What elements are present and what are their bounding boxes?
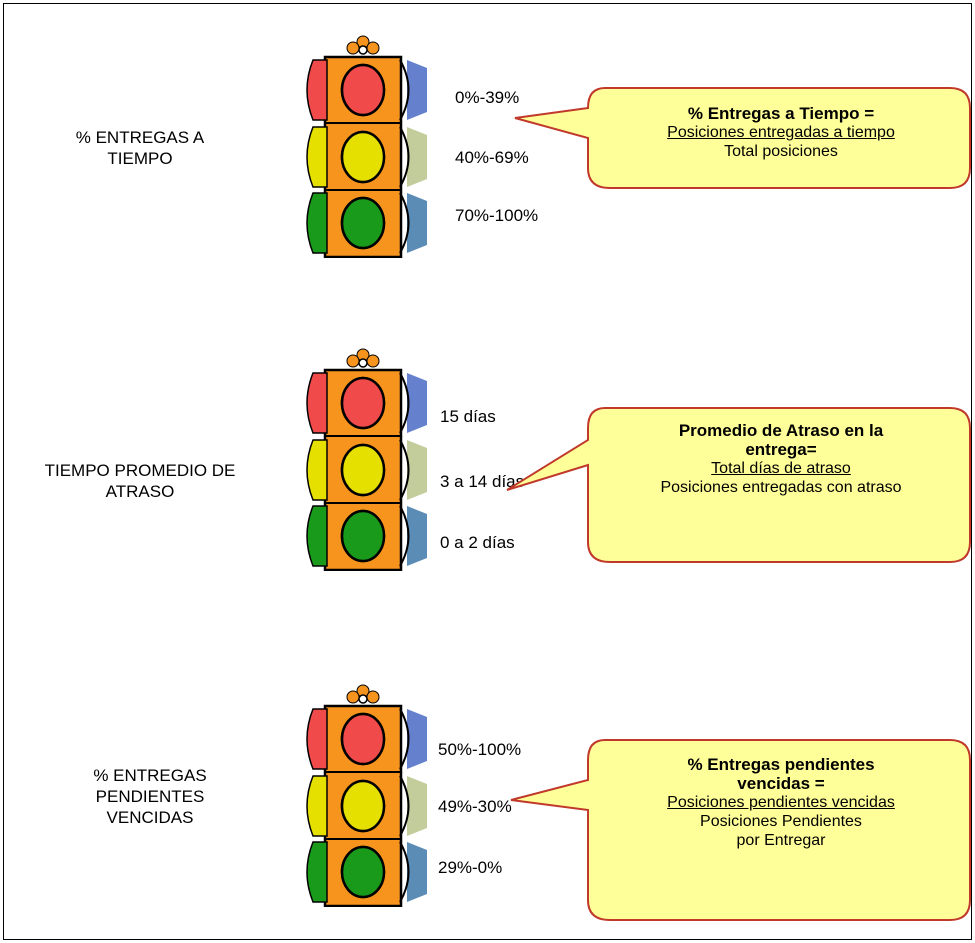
range-green: 0 a 2 días — [440, 533, 515, 552]
formula-denominator: Total posiciones — [724, 143, 838, 160]
label-line: ATRASO — [105, 482, 175, 501]
range-yellow: 49%-30% — [438, 797, 512, 816]
formula-title: vencidas = — [737, 774, 825, 793]
formula-denominator: Posiciones entregadas con atraso — [660, 479, 902, 496]
indicator-on-time-delivery: % ENTREGAS A TIEMPO 0%-39% 40%-69% 70%-1… — [0, 0, 975, 300]
label-line: % ENTREGAS — [93, 766, 207, 785]
formula-title: % Entregas pendientes — [687, 755, 875, 774]
indicator-label: % ENTREGAS PENDIENTES VENCIDAS — [75, 765, 225, 828]
traffic-light-icon — [306, 684, 427, 907]
diagram-frame — [3, 3, 972, 940]
formula-title: % Entregas a Tiempo = — [687, 104, 875, 123]
label-line: PENDIENTES — [95, 787, 205, 806]
range-red: 50%-100% — [438, 740, 522, 759]
speech-bubble — [514, 87, 971, 189]
formula-title: Promedio de Atraso en la — [678, 421, 884, 440]
range-green: 70%-100% — [455, 206, 539, 225]
range-green: 29%-0% — [438, 858, 503, 877]
range-yellow: 3 a 14 días — [440, 472, 525, 491]
formula-title: entrega= — [745, 440, 817, 459]
label-line: TIEMPO PROMEDIO DE — [44, 461, 236, 480]
formula-numerator: Posiciones pendientes vencidas — [667, 794, 895, 811]
label-line: % ENTREGAS A — [75, 128, 205, 147]
formula-numerator: Posiciones entregadas a tiempo — [667, 124, 895, 141]
range-red: 15 días — [440, 407, 496, 426]
formula-on-time: % Entregas a Tiempo = Posiciones entrega… — [598, 104, 964, 161]
formula-denominator: por Entregar — [736, 832, 826, 849]
traffic-light-icon — [306, 348, 427, 571]
indicator-average-delay: TIEMPO PROMEDIO DE ATRASO 15 días 3 a 14… — [0, 300, 975, 600]
formula-numerator: Total días de atraso — [711, 460, 851, 477]
speech-bubble — [510, 739, 971, 921]
indicator-label: TIEMPO PROMEDIO DE ATRASO — [40, 460, 240, 502]
indicator-label: % ENTREGAS A TIEMPO — [50, 127, 230, 169]
traffic-light-icon — [306, 35, 427, 258]
label-line: VENCIDAS — [106, 808, 194, 827]
range-red: 0%-39% — [455, 88, 520, 107]
formula-overdue-pending: % Entregas pendientes vencidas = Posicio… — [598, 755, 964, 850]
label-line: TIEMPO — [107, 149, 173, 168]
indicator-overdue-pending: % ENTREGAS PENDIENTES VENCIDAS 50%-100% … — [0, 600, 975, 921]
formula-denominator: Posiciones Pendientes — [700, 813, 862, 830]
speech-bubble — [506, 407, 971, 563]
formula-average-delay: Promedio de Atraso en la entrega= Total … — [598, 421, 964, 497]
range-yellow: 40%-69% — [455, 148, 529, 167]
